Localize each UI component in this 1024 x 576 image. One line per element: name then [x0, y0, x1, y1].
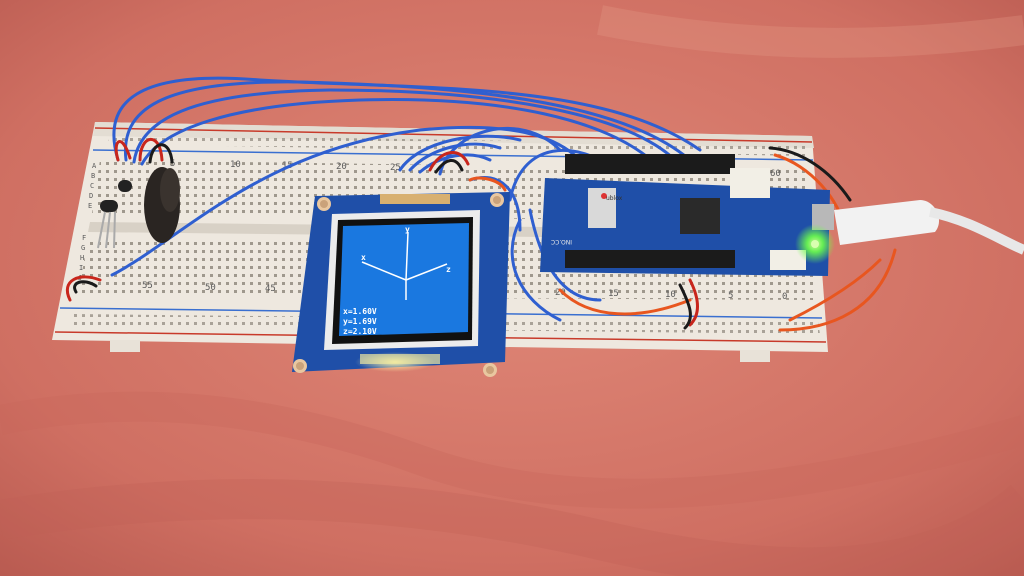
readout-y: y=1.69V — [343, 317, 377, 326]
col-label-bottom-15: 15 — [608, 289, 619, 299]
axis-x-line — [361, 261, 407, 281]
axis-label-z: z — [446, 265, 451, 274]
row-label-g: G — [81, 244, 85, 252]
chip-label: ublox — [606, 195, 623, 202]
header-pins-top — [565, 154, 735, 174]
col-label-bottom-50: 50 — [205, 283, 216, 293]
row-label-h: H — [80, 254, 84, 262]
col-label-top-25: 25 — [390, 163, 401, 173]
row-label-b: B — [91, 172, 95, 180]
usb-port — [812, 204, 834, 230]
connector-white-small — [770, 250, 806, 270]
col-label-top-10: 10 — [230, 160, 241, 170]
row-label-i: I — [79, 264, 83, 272]
col-label-bottom-55: 55 — [142, 281, 153, 291]
readout-z: z=2.10V — [343, 327, 377, 336]
col-label-bottom-10: 10 — [665, 290, 676, 300]
row-label-f: F — [82, 234, 86, 242]
accelerometer-plot — [361, 231, 448, 300]
col-label-bottom-20: 20 — [555, 288, 566, 298]
col-label-top-5: 5 — [170, 159, 175, 169]
microcontroller-board: ublox INO.CC — [540, 154, 835, 276]
col-label-bottom-5: 5 — [728, 291, 733, 301]
tft-display-module — [292, 192, 510, 377]
axis-y-line — [405, 231, 409, 281]
readout-x: x=1.60V — [343, 307, 377, 316]
row-label-c: C — [90, 182, 94, 190]
col-label-bottom-0: 0 — [782, 292, 787, 302]
col-label-top-60: 60 — [770, 169, 781, 179]
board-edge-label: INO.CC — [551, 238, 572, 245]
col-label-bottom-45: 45 — [265, 284, 276, 294]
transistors — [97, 180, 132, 249]
usb-cable — [834, 200, 1024, 255]
axis-label-x: x — [361, 253, 366, 262]
row-label-d: D — [89, 192, 93, 200]
axis-z-line — [405, 263, 448, 281]
power-wires — [65, 137, 897, 332]
processor-chip — [680, 198, 720, 234]
row-label-a: A — [92, 162, 97, 170]
capacitor — [144, 167, 180, 243]
row-label-e: E — [88, 202, 92, 210]
header-pins-bottom — [565, 250, 735, 268]
col-label-top-20: 20 — [336, 162, 347, 172]
connector-white — [730, 168, 770, 198]
axis-label-y: y — [405, 225, 410, 234]
blue-wires — [110, 76, 702, 322]
power-led — [811, 240, 819, 248]
